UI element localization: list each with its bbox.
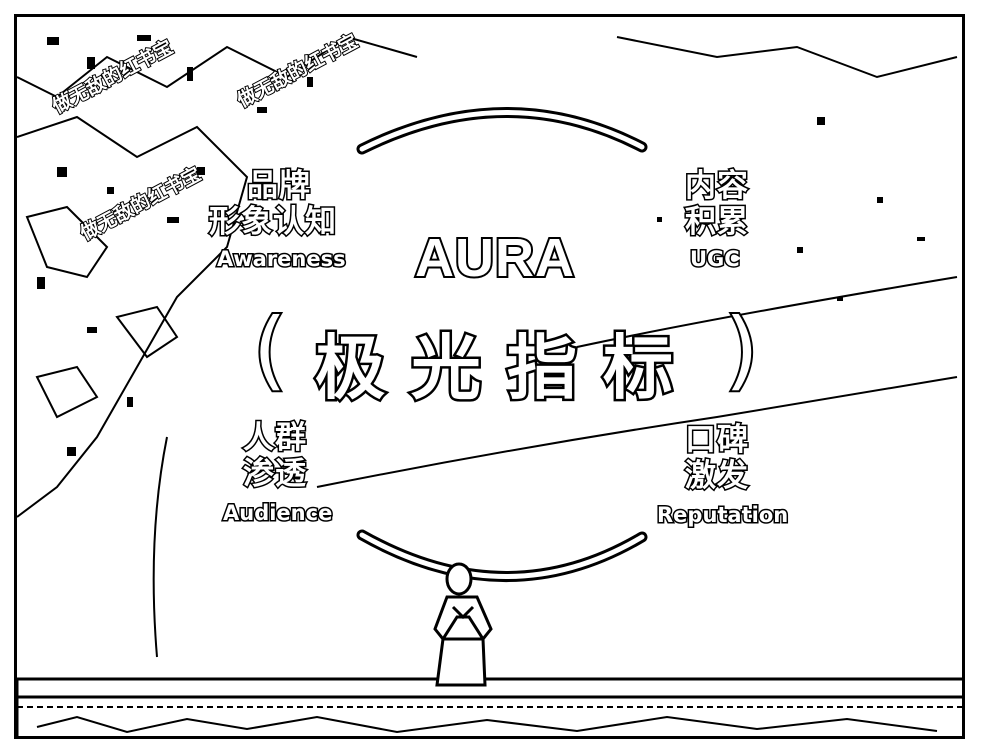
slide-frame: 做无敌的红书宝 做无敌的红书宝 做无敌的红书宝 品牌 形象认知 Awarenes…: [14, 14, 965, 739]
background-texture: [17, 35, 962, 736]
top-right-cn-line2: 积累: [684, 203, 750, 242]
bottom-right-cn-line1: 口碑: [684, 421, 750, 460]
top-left-cn-line2: 形象认知: [208, 203, 338, 242]
top-right-cn-line1: 内容: [684, 167, 750, 206]
bottom-left-cn-line1: 人群: [242, 419, 308, 458]
title-chinese: 极光指标: [313, 325, 699, 412]
bottom-right-en: Reputation: [655, 502, 789, 529]
noise-dots: [37, 35, 925, 456]
close-bracket: ): [723, 298, 761, 402]
bottom-left-en: Audience: [221, 500, 333, 527]
stage-edge: [17, 677, 962, 736]
open-bracket: (: [251, 298, 289, 402]
title-english: AURA: [413, 226, 576, 290]
top-right-en: UGC: [689, 246, 742, 273]
top-left-en: Awareness: [216, 246, 348, 273]
bottom-right-cn-line2: 激发: [684, 457, 750, 496]
noise-left: [17, 35, 958, 658]
bottom-left-cn-line2: 渗透: [242, 455, 308, 494]
top-left-cn-line1: 品牌: [246, 167, 312, 206]
speaker-figure: [433, 562, 493, 687]
aura-arcs-inner: [359, 110, 645, 579]
